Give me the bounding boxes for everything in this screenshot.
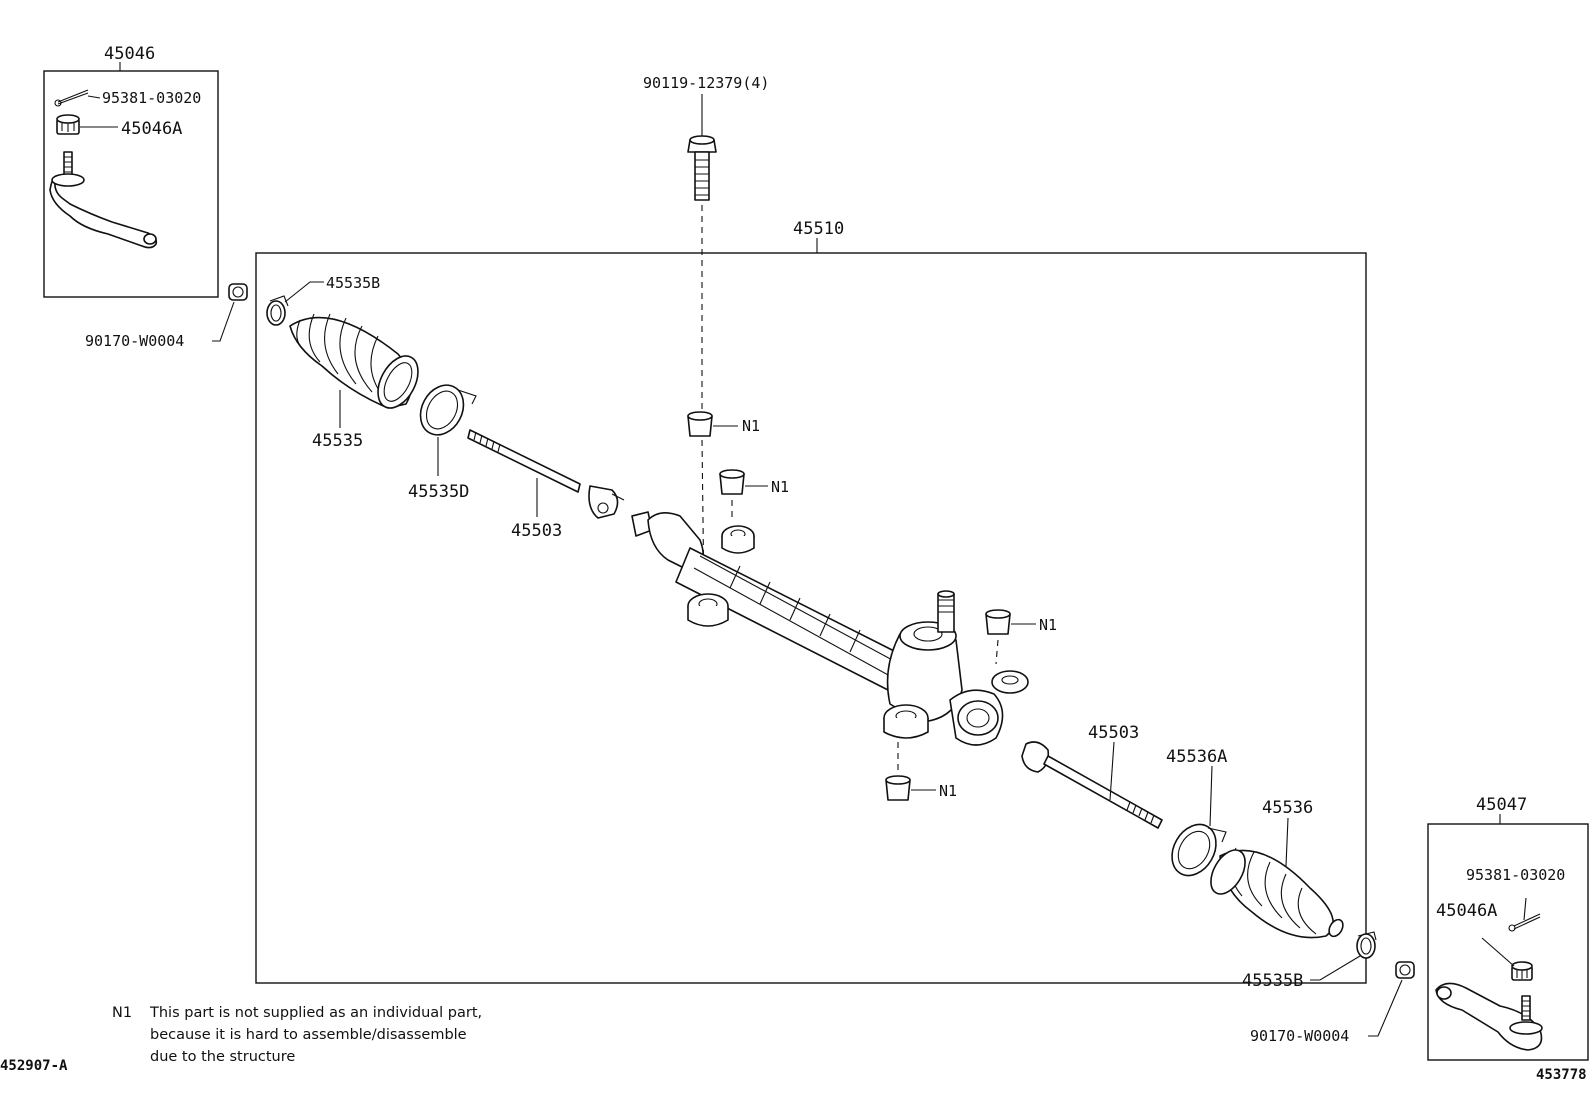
footnote-line-3: due to the structure	[150, 1049, 296, 1065]
label-rack-end-left: 45503	[511, 521, 562, 541]
label-n1-c: N1	[1039, 616, 1057, 634]
bushing-n1-c-icon	[985, 609, 1036, 665]
clip-left-icon	[266, 281, 324, 326]
label-clamp-right: 45536A	[1166, 747, 1227, 767]
label-clip-left: 45535B	[326, 274, 380, 292]
label-n1-b: N1	[771, 478, 789, 496]
label-n1-d: N1	[939, 782, 957, 800]
figure-code-right: 453778	[1536, 1067, 1587, 1083]
cotter-pin-right-icon	[1508, 897, 1541, 932]
label-bolt: 90119-12379(4)	[643, 74, 769, 92]
label-nut-90170-left: 90170-W0004	[85, 332, 184, 350]
cotter-pin-left-icon	[54, 89, 101, 107]
steering-rack-assy-box	[255, 238, 1367, 984]
tie-rod-end-right-icon	[1435, 982, 1543, 1051]
label-clamp-left: 45535D	[408, 482, 469, 502]
label-45047: 45047	[1476, 795, 1527, 815]
clip-right-icon	[1310, 931, 1377, 981]
label-cotter-pin-right: 95381-03020	[1466, 866, 1565, 884]
label-nut-right: 45046A	[1436, 901, 1497, 921]
figure-code-left: 452907-A	[0, 1058, 68, 1074]
label-clip-right: 45535B	[1242, 971, 1303, 991]
label-nut-90170-right: 90170-W0004	[1250, 1027, 1349, 1045]
label-boot-right: 45536	[1262, 798, 1313, 818]
mounting-bolt-icon	[687, 94, 717, 601]
footnote-line-2: because it is hard to assemble/disassemb…	[150, 1027, 467, 1043]
footnote-line-1: This part is not supplied as an individu…	[150, 1005, 483, 1021]
rack-end-right-icon	[1021, 741, 1163, 829]
rack-end-left-icon	[467, 429, 625, 519]
footnote-text: This part is not supplied as an individu…	[150, 1002, 590, 1068]
boot-left-icon	[289, 313, 419, 428]
label-rack-end-right: 45503	[1088, 723, 1139, 743]
bushing-n1-a-icon	[687, 411, 738, 437]
clamp-left-icon	[419, 384, 477, 476]
tie-rod-end-right-inset	[1427, 814, 1589, 1061]
label-45046: 45046	[104, 44, 155, 64]
tie-rod-end-left-inset	[43, 62, 219, 298]
bushing-n1-d-icon	[885, 742, 936, 801]
steering-gear-housing-icon	[631, 511, 1029, 746]
label-boot-left: 45535	[312, 431, 363, 451]
footnote-mark: N1	[112, 1005, 133, 1021]
castle-nut-left-icon	[56, 114, 118, 135]
bushing-n1-b-icon	[719, 469, 768, 520]
label-45510: 45510	[793, 219, 844, 239]
tie-rod-end-left-icon	[49, 151, 158, 249]
label-cotter-pin-left: 95381-03020	[102, 89, 201, 107]
boot-right-icon	[1210, 817, 1344, 939]
nut-90170-right-icon	[1368, 961, 1415, 1037]
nut-90170-left-icon	[212, 283, 248, 342]
label-nut-left: 45046A	[121, 119, 182, 139]
castle-nut-right-icon	[1481, 937, 1533, 981]
label-n1-a: N1	[742, 417, 760, 435]
clamp-right-icon	[1171, 765, 1227, 877]
